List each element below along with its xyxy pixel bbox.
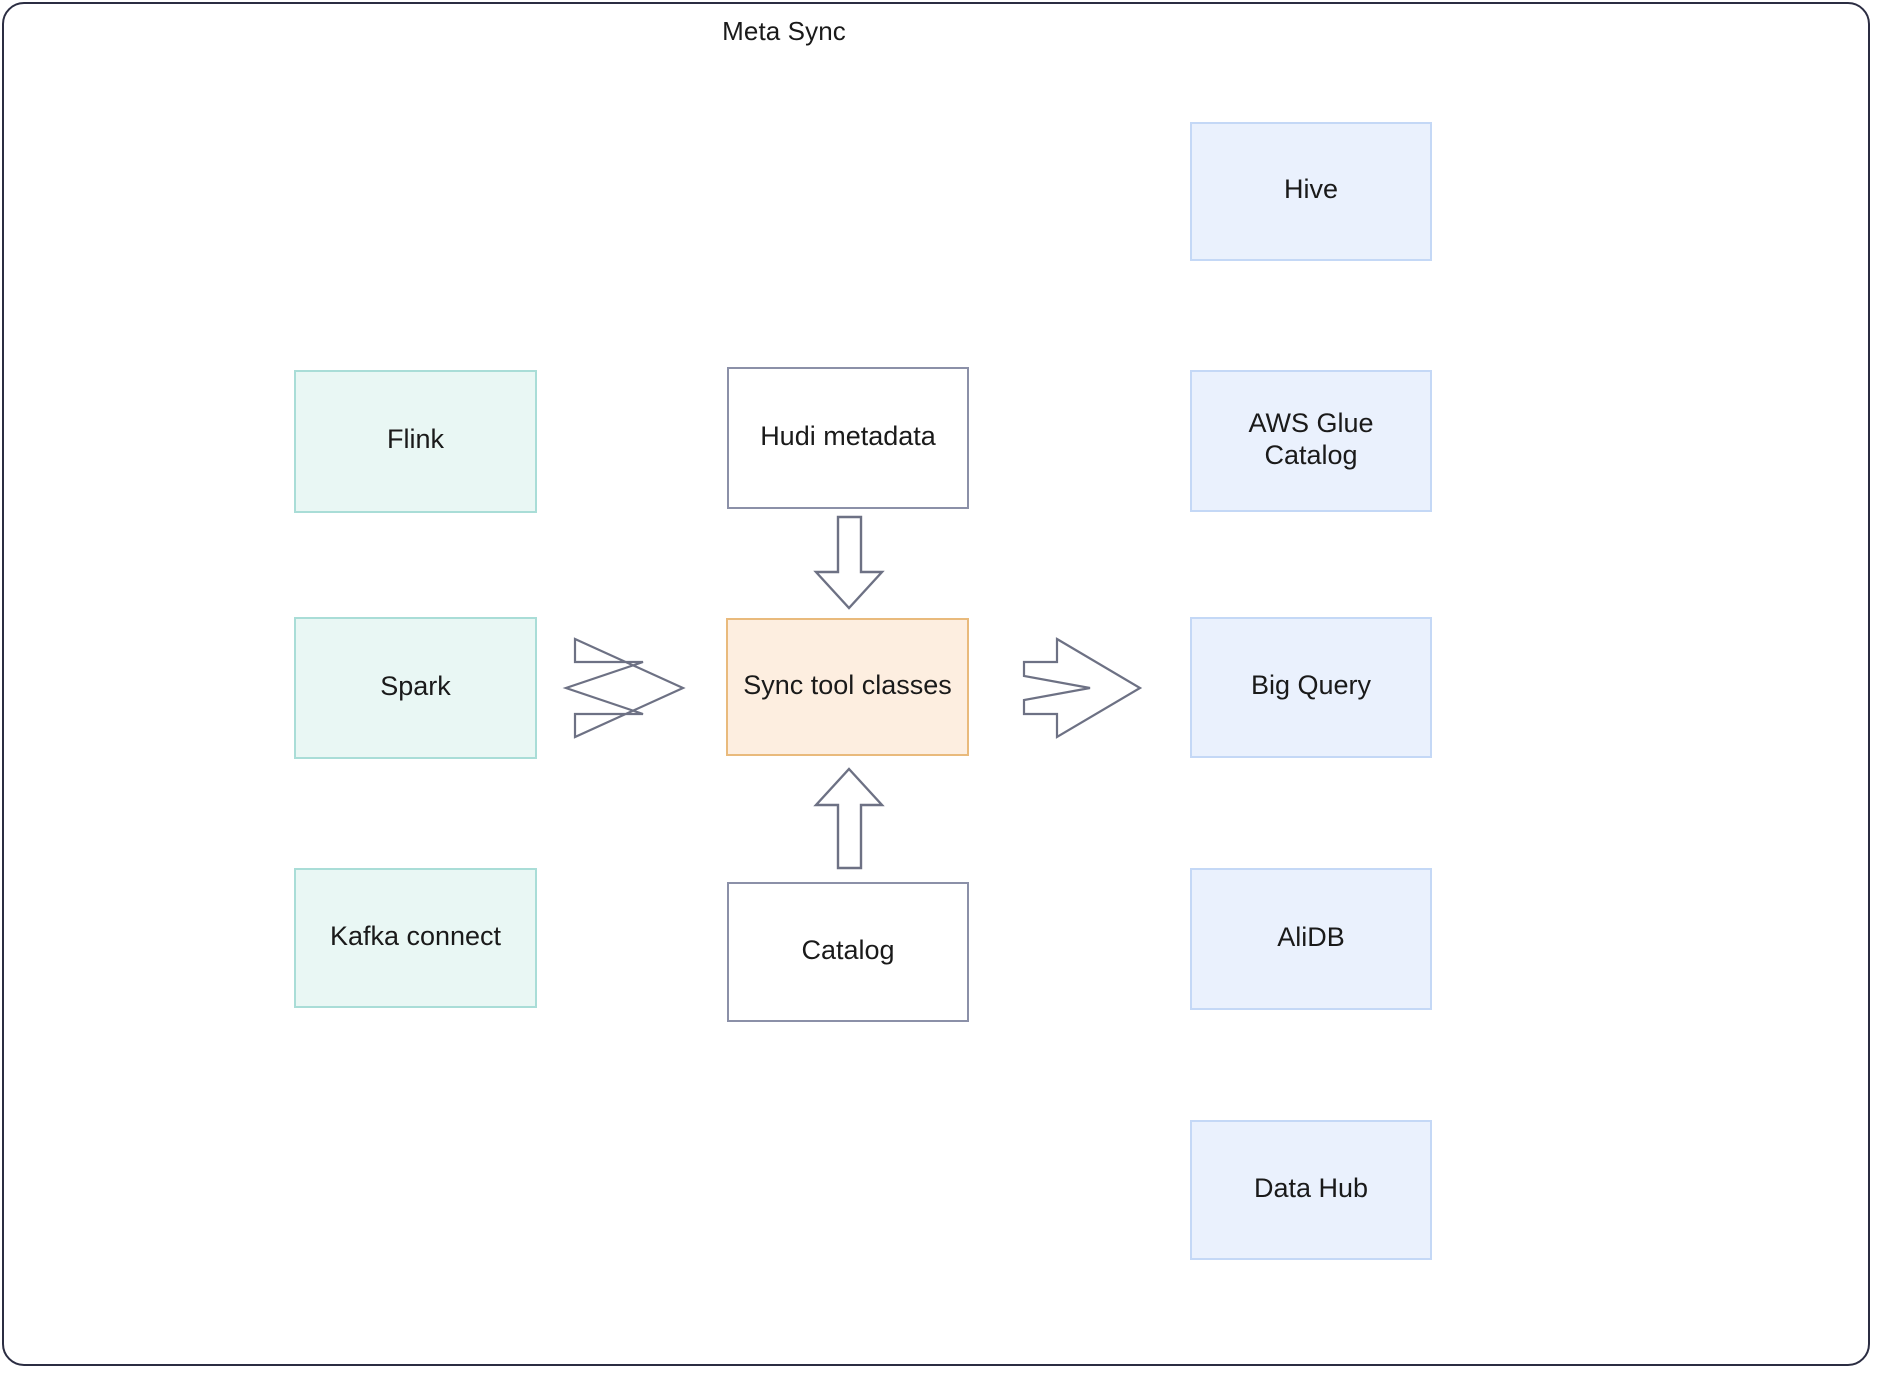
node-flink[interactable]: Flink: [294, 370, 537, 513]
node-big-query-label: Big Query: [1250, 670, 1372, 701]
node-spark-label: Spark: [380, 670, 451, 701]
node-spark[interactable]: Spark: [294, 617, 537, 759]
node-alidb-label: AliDB: [1277, 921, 1345, 952]
node-catalog[interactable]: Catalog: [727, 882, 969, 1022]
node-kafka-connect-label: Kafka connect: [329, 920, 502, 951]
node-sync-tool-classes[interactable]: Sync tool classes: [726, 618, 969, 756]
node-flink-label: Flink: [386, 424, 444, 455]
diagram-title: Meta Sync: [0, 16, 1878, 47]
node-kafka-connect[interactable]: Kafka connect: [294, 868, 537, 1008]
node-hive-label: Hive: [1283, 174, 1338, 205]
node-hive[interactable]: Hive: [1190, 122, 1432, 261]
node-data-hub[interactable]: Data Hub: [1190, 1120, 1432, 1260]
node-hudi-metadata-label: Hudi metadata: [760, 420, 936, 451]
node-aws-glue-catalog-label: AWS Glue Catalog: [1248, 407, 1374, 470]
node-alidb[interactable]: AliDB: [1190, 868, 1432, 1010]
node-big-query[interactable]: Big Query: [1190, 617, 1432, 758]
node-sync-tool-classes-label: Sync tool classes: [743, 669, 952, 700]
node-hudi-metadata[interactable]: Hudi metadata: [727, 367, 969, 509]
node-aws-glue-catalog[interactable]: AWS Glue Catalog: [1190, 370, 1432, 512]
node-data-hub-label: Data Hub: [1253, 1172, 1369, 1203]
diagram-title-text: Meta Sync: [722, 16, 846, 46]
node-catalog-label: Catalog: [801, 934, 895, 965]
